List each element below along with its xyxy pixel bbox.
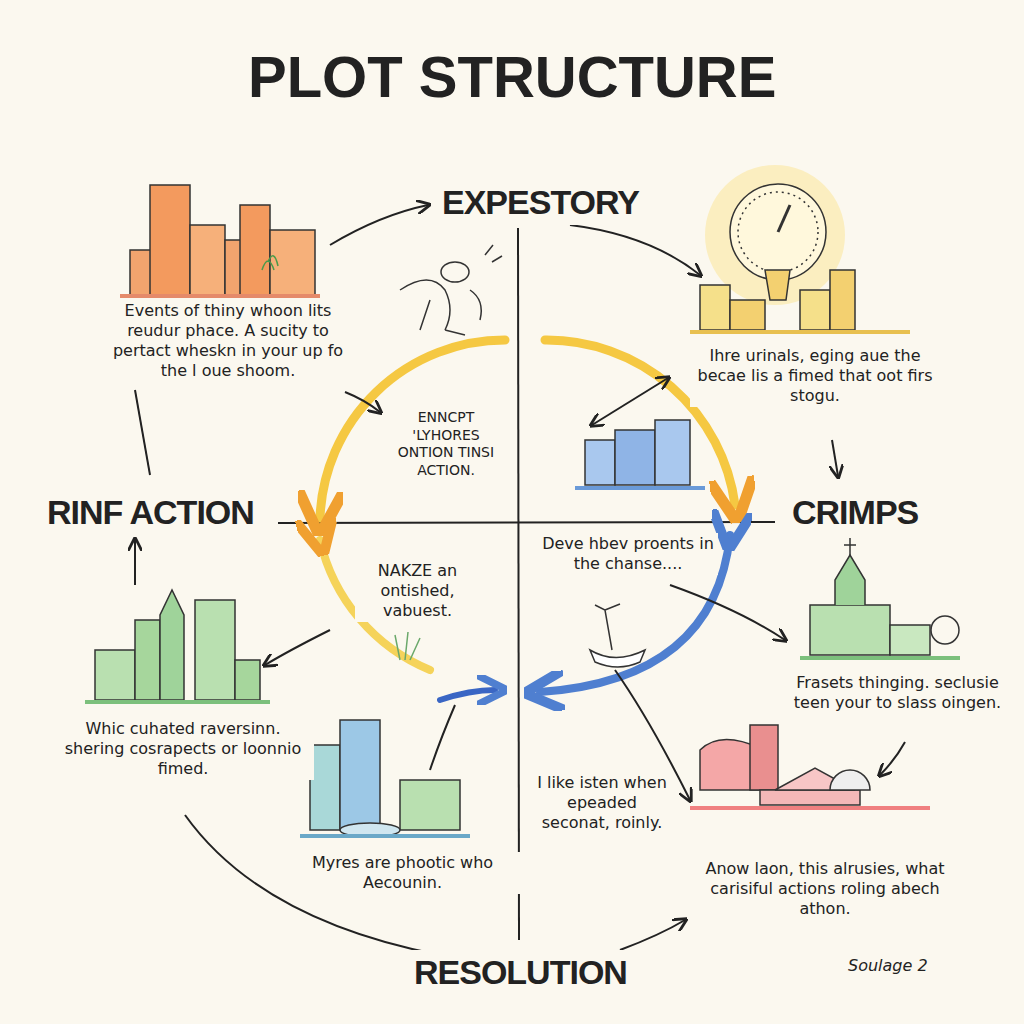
page-title: PLOT STRUCTURE	[245, 40, 779, 115]
stage-note: ENNCPT 'LYHORES ONTION TINSI ACTION.	[385, 408, 507, 480]
stage-note: NAKZE an ontished, vabuest.	[355, 560, 480, 622]
cycle-arcs	[320, 340, 735, 700]
stage-note: Whic cuhated raversinn. shering cosrapec…	[52, 718, 314, 780]
church	[800, 538, 960, 658]
stage-note: Anow laon, this alrusies, what carisiful…	[690, 858, 960, 920]
pink-building	[690, 725, 930, 808]
stage-note: Ihre urinals, eging aue the becae lis a …	[690, 345, 940, 407]
stage-note: I like isten when epeaded seconat, roinl…	[532, 772, 672, 834]
plant	[395, 632, 420, 660]
clock-tower	[690, 165, 910, 332]
stage-heading: RINF ACTION	[44, 490, 257, 535]
stage-note: Events of thiny whoon lits reudur phace.…	[108, 300, 348, 382]
stage-note: Deve hbev proents in the chanse....	[538, 533, 718, 575]
stage-note: Frasets thinging. seclusie teen your to …	[780, 672, 1015, 714]
quadrant-axes	[278, 228, 775, 940]
figure-sketch	[400, 245, 502, 335]
blue-city	[575, 420, 705, 488]
green-city	[85, 590, 270, 702]
stage-note: Myres are phootic who Aecounin.	[285, 852, 520, 894]
orange-city	[120, 185, 320, 296]
stage-heading: EXPESTORY	[439, 180, 642, 225]
boat-sketch	[590, 604, 645, 667]
stage-heading: RESOLUTION	[411, 950, 630, 995]
stage-heading: CRIMPS	[789, 490, 921, 535]
teal-city	[300, 720, 470, 837]
signature: Soulage 2	[845, 955, 931, 977]
